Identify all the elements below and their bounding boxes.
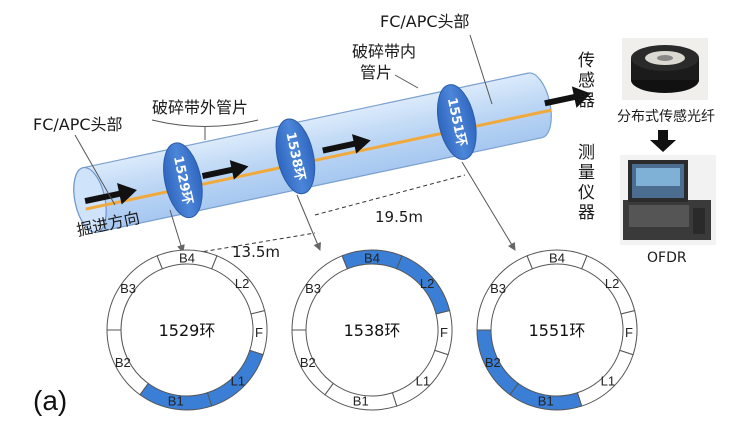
fiber-spool-image [622, 38, 708, 100]
segment-label: L1 [601, 373, 615, 388]
svg-text:仪: 仪 [578, 183, 595, 203]
svg-text:器: 器 [578, 91, 595, 111]
broken-inner-label-2: 管片 [360, 63, 392, 82]
broken-inner-label: 破碎带内 [352, 42, 416, 61]
ring-band-1529 [163, 142, 203, 219]
svg-text:量: 量 [578, 163, 595, 183]
segment-label: B1 [168, 394, 184, 409]
distance-label-1: 13.5m [232, 243, 280, 261]
segment-label: B3 [120, 281, 136, 296]
ring-name: 1529环 [159, 321, 216, 340]
leader-line [469, 34, 493, 105]
segment-label: L2 [235, 276, 249, 291]
ofdr-device-image [620, 155, 716, 245]
segment-label: L1 [416, 373, 430, 388]
measure-label: 测 量 仪 器 [578, 143, 595, 223]
flow-arrow-icon [322, 134, 371, 154]
segment-label: B2 [300, 355, 316, 370]
ring-name: 1551环 [529, 321, 586, 340]
segment-label: F [255, 325, 263, 340]
segment-label: B3 [305, 281, 321, 296]
dimension-line-1 [182, 232, 316, 256]
projection-arrow [169, 209, 185, 253]
fc-apc-label-left: FC/APC头部 [33, 115, 123, 134]
svg-text:器: 器 [578, 203, 595, 223]
leader-line [74, 134, 116, 206]
segment-label: B4 [549, 251, 565, 266]
segment-label: L1 [231, 373, 245, 388]
exit-arrow-icon [544, 86, 591, 108]
segment-label: F [625, 325, 633, 340]
dimension-line-2 [314, 174, 466, 216]
segment-label: B2 [485, 355, 501, 370]
fc-apc-label-top: FC/APC头部 [380, 12, 470, 31]
outer-bracket [151, 119, 259, 127]
segment-label: F [440, 325, 448, 340]
down-arrow-icon [650, 130, 676, 152]
segment-label: B4 [364, 251, 380, 266]
segment-label: B4 [179, 251, 195, 266]
projection-arrow [296, 194, 321, 251]
distance-label-2: 19.5m [375, 208, 423, 226]
segment-label: B3 [490, 281, 506, 296]
flow-arrow-icon [201, 160, 249, 180]
leader-line [394, 74, 419, 89]
svg-text:感: 感 [578, 71, 595, 91]
segment-label: B1 [353, 394, 369, 409]
ring-band-1538 [275, 118, 316, 195]
segment-b3 [106, 255, 163, 331]
ring-name: 1538环 [344, 321, 401, 340]
segment-label: B2 [115, 355, 131, 370]
segment-b3 [291, 255, 348, 331]
panel-label: (a) [33, 385, 67, 416]
ofdr-caption: OFDR [647, 250, 687, 266]
direction-arrow-icon [84, 183, 137, 205]
segment-label: L2 [605, 276, 619, 291]
svg-text:传: 传 [578, 51, 595, 71]
projection-arrow [461, 161, 516, 251]
ring-diagrams: B4L2FL1B1B2B31529环B4L2FL1B1B2B31538环B4L2… [106, 249, 638, 411]
segment-label: B1 [538, 394, 554, 409]
svg-text:测: 测 [578, 143, 595, 163]
segment-label: L2 [420, 276, 434, 291]
fiber-caption: 分布式传感光纤 [617, 108, 715, 125]
ring-band-1551 [437, 84, 477, 160]
segment-b3 [476, 255, 533, 331]
tunnel-tube: 1529环 1538环 1551环 [73, 72, 591, 234]
broken-outer-label: 破碎带外管片 [152, 98, 248, 117]
sensor-label: 传 感 器 [578, 51, 595, 111]
